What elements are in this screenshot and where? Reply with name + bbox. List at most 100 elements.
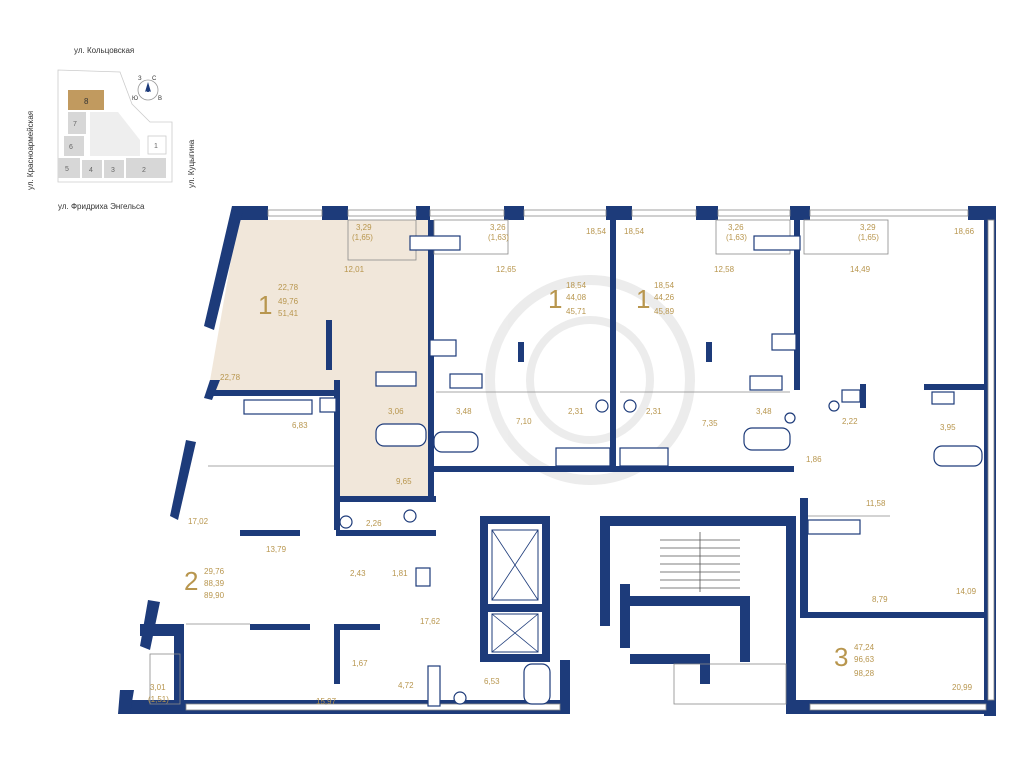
room-area: 13,79: [266, 545, 287, 554]
room-area: 17,62: [420, 617, 441, 626]
apt-total: 49,76: [278, 297, 299, 306]
apt-rooms: 1: [258, 290, 272, 320]
apt-living: 18,54: [654, 281, 675, 290]
room-area: 14,09: [956, 587, 977, 596]
apartment-label-1c[interactable]: 1 18,54 44,26 45,89: [636, 281, 675, 316]
room-area: (1,65): [352, 233, 373, 242]
loggias: [149, 219, 890, 705]
apt-living: 18,54: [566, 281, 587, 290]
room-area: 1,86: [806, 455, 822, 464]
floor-plan: 1 22,78 49,76 51,41 1 18,54 44,08 45,71 …: [118, 206, 996, 716]
room-area: 18,54: [586, 227, 607, 236]
section-5-label: 5: [65, 166, 69, 173]
room-area: 2,43: [350, 569, 366, 578]
apt-full: 98,28: [854, 669, 875, 678]
watermark-logo: [485, 275, 695, 485]
apt-total: 88,39: [204, 579, 225, 588]
section-8-label: 8: [84, 97, 89, 106]
room-area: 7,35: [702, 419, 718, 428]
section-3-block: [104, 160, 124, 178]
apt-rooms: 2: [184, 566, 198, 596]
site-outline: [57, 69, 173, 183]
room-area: 11,58: [866, 499, 886, 508]
room-area: 3,48: [456, 407, 472, 416]
room-area: 12,65: [496, 265, 517, 274]
section-5-block: [58, 158, 80, 178]
section-7-label: 7: [73, 121, 77, 128]
room-area: 2,31: [568, 407, 584, 416]
apt-rooms: 3: [834, 642, 848, 672]
apartment-label-3[interactable]: 3 47,24 96,63 98,28: [834, 642, 875, 678]
apt-rooms: 1: [548, 284, 562, 314]
street-south-label: ул. Фридриха Энгельса: [58, 202, 145, 211]
apt-full: 45,89: [654, 307, 675, 316]
elevator-shafts: [491, 529, 539, 653]
section-2-block: [126, 158, 166, 178]
room-area: 18,66: [954, 227, 975, 236]
street-west-label: ул. Красноармейская: [26, 111, 35, 190]
room-area: 1,81: [392, 569, 408, 578]
room-area: 3,06: [388, 407, 404, 416]
selected-apartment-rest[interactable]: [336, 220, 428, 498]
room-area: 3,48: [756, 407, 772, 416]
section-1-label: 1: [154, 143, 158, 150]
apt-living: 22,78: [278, 283, 299, 292]
room-area: (1,65): [858, 233, 879, 242]
compass-south: Ю: [132, 96, 138, 102]
courtyard: [90, 112, 140, 156]
room-area: 18,54: [624, 227, 645, 236]
room-area: 3,95: [940, 423, 956, 432]
section-4-label: 4: [89, 167, 93, 174]
apartment-label-2[interactable]: 2 29,76 88,39 89,90: [184, 566, 225, 600]
compass-north: С: [152, 76, 157, 82]
apt-total: 44,08: [566, 293, 587, 302]
room-area-labels: 3,29 (1,65) 12,01 22,78 3,06 9,65 2,26 3…: [148, 223, 977, 706]
room-area: 4,72: [398, 681, 414, 690]
room-area: 8,79: [872, 595, 888, 604]
section-6-label: 6: [69, 144, 73, 151]
apartment-label-1b[interactable]: 1 18,54 44,08 45,71: [548, 281, 587, 316]
room-area: 17,02: [188, 517, 209, 526]
section-6-block: [64, 136, 84, 156]
room-area: 22,78: [220, 373, 241, 382]
section-2-label: 2: [142, 167, 146, 174]
room-area: 6,53: [484, 677, 500, 686]
apt-full: 45,71: [566, 307, 587, 316]
apt-living: 29,76: [204, 567, 225, 576]
room-area: 7,10: [516, 417, 532, 426]
apt-full: 51,41: [278, 309, 299, 318]
room-area: 6,83: [292, 421, 308, 430]
apt-living: 47,24: [854, 643, 875, 652]
selected-apartment-living[interactable]: [208, 220, 336, 392]
compass-icon: С В Ю З: [132, 76, 162, 102]
room-area: 3,26: [728, 223, 744, 232]
room-area: (1,51): [148, 695, 169, 704]
apt-rooms: 1: [636, 284, 650, 314]
room-area: 2,26: [366, 519, 382, 528]
staircase: [660, 532, 740, 592]
section-7-block: [68, 112, 86, 134]
section-3-label: 3: [111, 167, 115, 174]
windows: [185, 209, 995, 711]
room-area: (1,63): [726, 233, 747, 242]
section-1-block: [147, 135, 167, 155]
compass-east: В: [158, 96, 162, 102]
room-area: 3,29: [860, 223, 876, 232]
key-plan: ул. Кольцовская ул. Красноармейская ул. …: [26, 46, 196, 211]
room-area: 1,67: [352, 659, 368, 668]
compass-west: З: [138, 76, 142, 82]
room-area: 2,31: [646, 407, 662, 416]
room-area: 14,49: [850, 265, 871, 274]
apt-total: 44,26: [654, 293, 675, 302]
apt-total: 96,63: [854, 655, 875, 664]
street-north-label: ул. Кольцовская: [74, 46, 134, 55]
room-area: 3,26: [490, 223, 506, 232]
room-area: 12,58: [714, 265, 735, 274]
room-area: 9,65: [396, 477, 412, 486]
bathroom-fixtures: [243, 235, 983, 707]
room-area: 3,01: [150, 683, 166, 692]
room-area: 15,97: [316, 697, 337, 706]
apartment-label-1a[interactable]: 1 22,78 49,76 51,41: [258, 283, 299, 320]
